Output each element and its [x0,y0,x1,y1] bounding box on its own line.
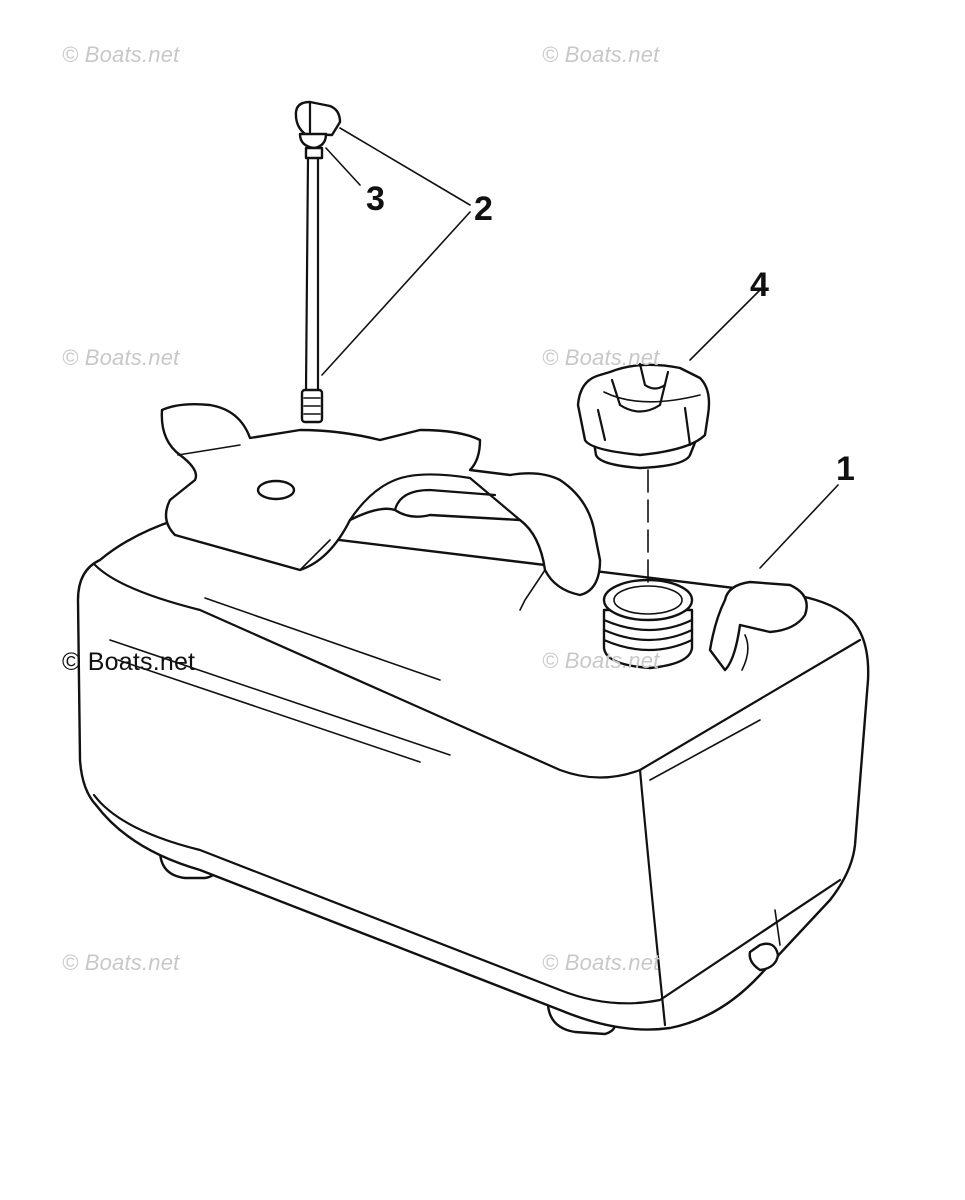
watermark-text: © Boats.net [542,950,660,975]
watermark-text: © Boats.net [542,648,660,673]
watermark-text: © Boats.net [62,42,180,67]
watermark-text: © Boats.net [62,950,180,975]
watermark-text: © Boats.net [62,345,180,370]
callout-4: 4 [750,266,769,304]
callout-1: 1 [836,450,855,488]
watermark-text: © Boats.net [542,345,660,370]
watermark-text: © Boats.net [542,42,660,67]
pickup-assembly[interactable] [294,100,342,424]
callout-3: 3 [366,180,385,218]
fuel-cap[interactable] [576,362,711,470]
leader-lines [321,127,839,569]
callout-2: 2 [474,190,493,228]
watermark-text: © Boats.net [62,648,196,676]
tank-handle [160,402,602,611]
fill-neck [602,578,694,670]
tank-vent [708,580,808,672]
